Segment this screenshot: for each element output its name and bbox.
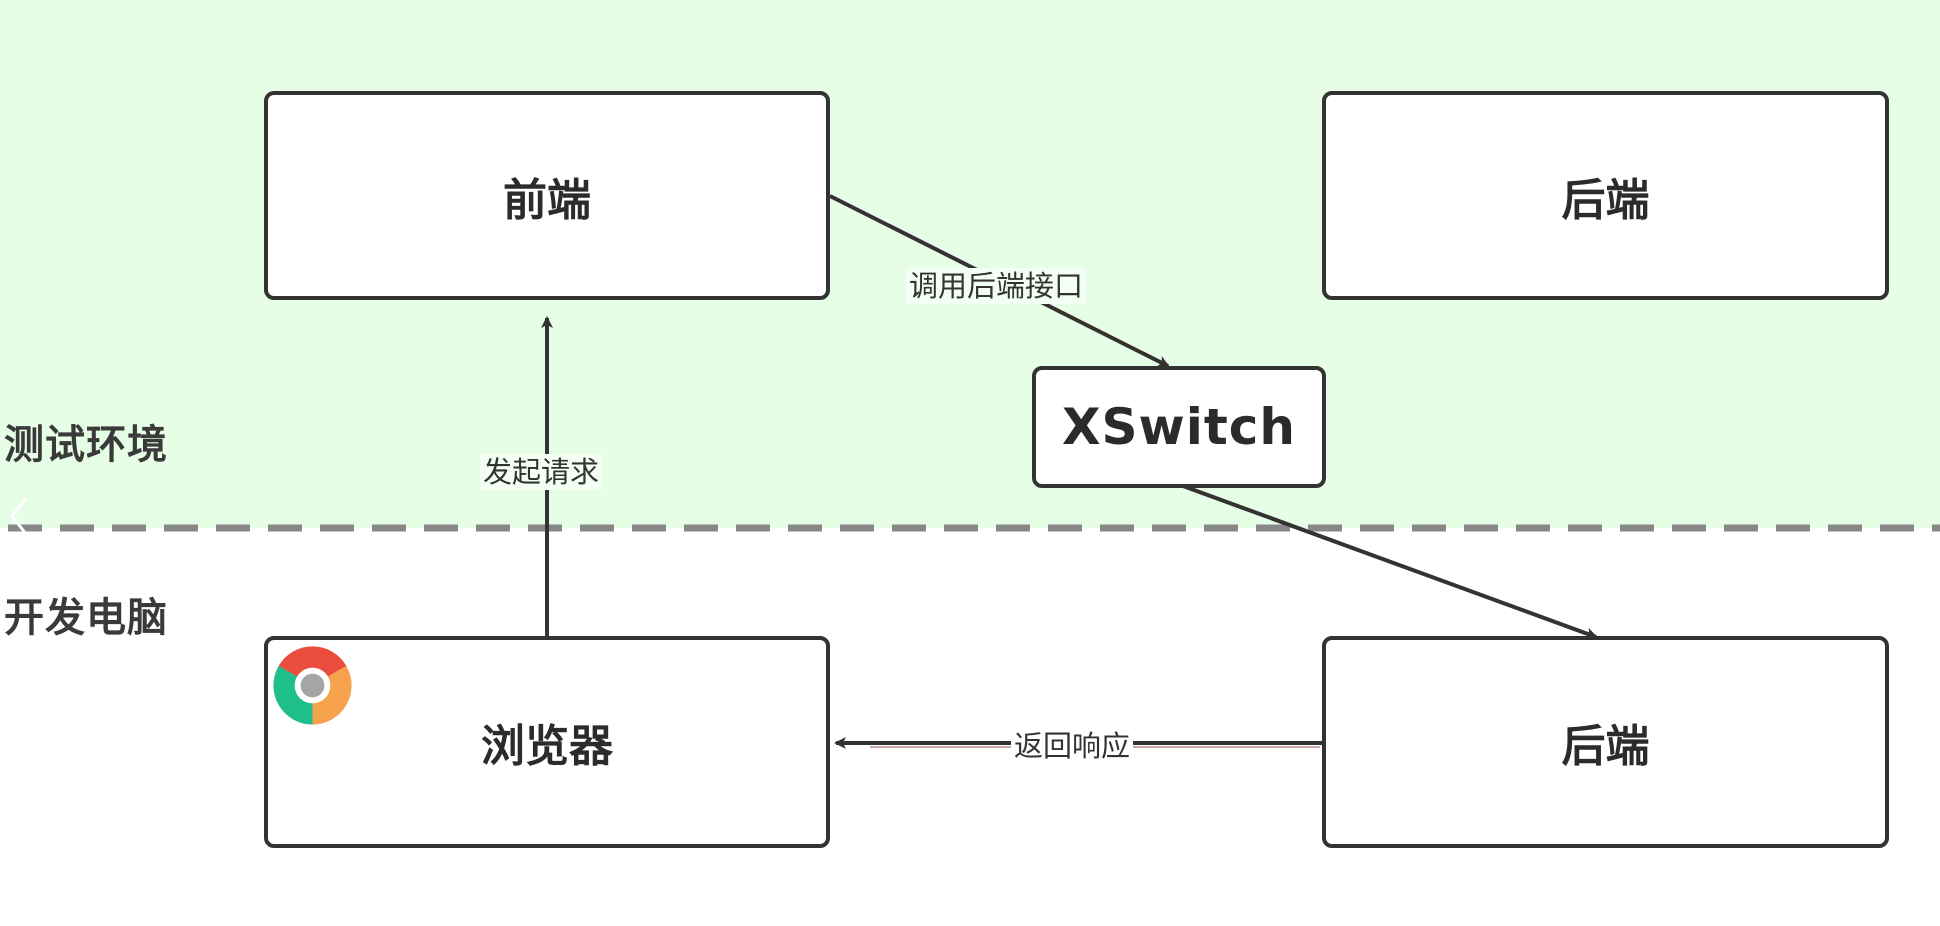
backend-test-node[interactable]: 后端 xyxy=(1322,91,1889,300)
browser-node[interactable]: 浏览器 xyxy=(264,636,830,848)
chevron-left-icon[interactable] xyxy=(6,494,34,538)
test-environment-label: 测试环境 xyxy=(4,422,168,468)
edge-label-browser-to-frontend: 发起请求 xyxy=(480,454,603,490)
edge-label-frontend-to-xswitch: 调用后端接口 xyxy=(906,268,1087,304)
chrome-icon xyxy=(270,643,355,728)
frontend-node[interactable]: 前端 xyxy=(264,91,830,300)
edge-xswitch-to-backend xyxy=(1182,484,1598,640)
edge-label-backend-to-browser: 返回响应 xyxy=(1011,728,1134,764)
xswitch-node[interactable]: XSwitch xyxy=(1032,366,1326,488)
dev-machine-label: 开发电脑 xyxy=(4,595,168,641)
backend-dev-node[interactable]: 后端 xyxy=(1322,636,1889,848)
browser-node-label: 浏览器 xyxy=(481,721,613,772)
